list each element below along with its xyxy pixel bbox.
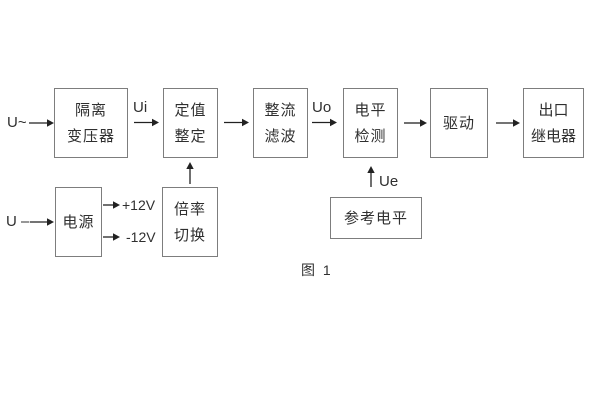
label-input-dc: U – (6, 213, 30, 230)
block-level-detection: 电平 检测 (343, 88, 398, 158)
block-label: 倍率 (173, 200, 206, 218)
block-output-relay: 出口 继电器 (523, 88, 584, 158)
label-uo: Uo (312, 99, 332, 116)
arrow-ue-reference-to-level (367, 166, 375, 187)
block-driver: 驱动 (430, 88, 488, 158)
block-rectifier-filter: 整流 滤波 (253, 88, 308, 158)
block-power-supply: 电源 (55, 187, 102, 257)
block-reference-level: 参考电平 (330, 197, 422, 239)
block-label: 整定 (174, 127, 207, 145)
block-label: 切换 (173, 226, 206, 244)
arrow-ratio-to-setting (186, 162, 194, 184)
label-ue: Ue (379, 173, 399, 190)
block-isolation-transformer: 隔离 变压器 (54, 88, 128, 158)
figure-caption: 图 1 (301, 262, 333, 278)
block-label: 参考电平 (343, 209, 408, 227)
block-ratio-switch: 倍率 切换 (162, 187, 218, 257)
label-ui: Ui (133, 99, 148, 116)
block-label: 滤波 (264, 127, 297, 145)
arrow-setting-to-rectifier (224, 118, 249, 127)
label-plus-12v: +12V (122, 197, 156, 213)
arrow-ui-transformer-to-setting (134, 118, 159, 127)
arrow-driver-to-relay (496, 119, 520, 127)
block-label: 继电器 (530, 127, 576, 145)
arrow-udc-to-power (30, 218, 54, 226)
block-label: 电源 (62, 213, 95, 231)
block-setting-adjust: 定值 整定 (163, 88, 218, 158)
block-label: 定值 (174, 101, 207, 119)
arrow-uac-to-transformer (29, 119, 54, 127)
label-input-ac: U~ (7, 114, 27, 131)
block-label: 驱动 (442, 114, 475, 132)
arrow-power-minus12v (103, 233, 120, 241)
block-label: 隔离 (74, 101, 107, 119)
block-label: 变压器 (66, 127, 115, 145)
label-minus-12v: -12V (126, 229, 156, 245)
arrow-power-plus12v (103, 201, 120, 209)
arrow-uo-rectifier-to-level (312, 118, 337, 127)
block-label: 检测 (354, 127, 387, 145)
block-label: 电平 (354, 101, 387, 119)
arrow-level-to-driver (404, 119, 427, 127)
block-label: 整流 (264, 101, 297, 119)
block-label: 出口 (538, 101, 569, 119)
